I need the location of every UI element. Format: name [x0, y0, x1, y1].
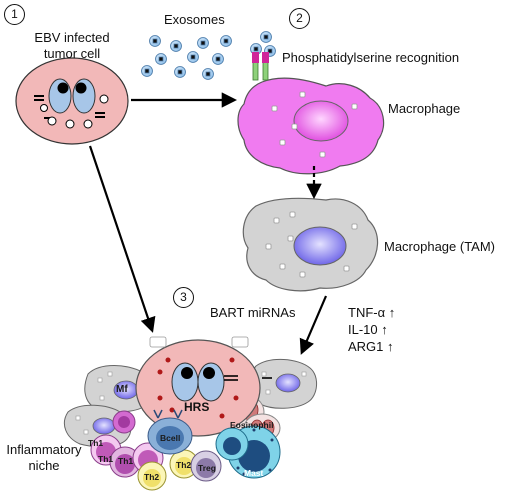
lymphocytes — [90, 409, 281, 491]
exosome — [155, 53, 167, 65]
th2-label-a: Th2 — [144, 472, 160, 482]
inflammatory-niche-label: Inflammatory niche — [6, 442, 82, 473]
step-1-marker: 1 — [4, 4, 25, 25]
exosome — [260, 31, 272, 43]
mf-cell-label: Mf — [116, 384, 128, 395]
th2-label-b: Th2 — [176, 460, 192, 470]
niche-macrophage-left — [64, 404, 132, 448]
magenta-cell — [112, 410, 136, 434]
mast-cell-secondary — [215, 427, 249, 461]
b-cell — [147, 409, 193, 455]
exosome — [187, 51, 199, 63]
exosome — [174, 66, 186, 78]
eosinophil-label: Eosinophil — [230, 420, 274, 430]
arrow-tumor-to-niche — [88, 145, 156, 333]
th1-cell — [109, 446, 141, 478]
treg-cell — [190, 450, 222, 482]
exosome — [141, 65, 153, 77]
th1-label-a: Th1 — [88, 438, 104, 448]
treg-label: Treg — [198, 463, 216, 473]
hrs-cell-label: HRS — [184, 400, 210, 414]
mast-label: Mast — [244, 468, 264, 478]
ebv-tumor-cell-label: EBV infected tumor cell — [34, 30, 110, 61]
exosome — [220, 35, 232, 47]
il10-label: IL-10 ↑ — [348, 322, 388, 337]
step-2-marker: 2 — [289, 8, 310, 29]
exosomes-label: Exosomes — [164, 12, 225, 27]
bart-mirnas-label: BART miRNAs — [210, 305, 296, 320]
exosome — [202, 68, 214, 80]
hrs-cell — [135, 336, 261, 437]
exosome — [197, 37, 209, 49]
exosome — [170, 40, 182, 52]
tam-macrophage — [242, 197, 379, 292]
th1-label-c: Th1 — [118, 456, 134, 466]
ebv-tumor-cell — [15, 57, 129, 145]
tam-label: Macrophage (TAM) — [384, 239, 496, 254]
tumor-nucleus — [48, 78, 96, 114]
tnf-alpha-label: TNF-α ↑ — [348, 305, 396, 320]
th2-cell — [137, 461, 167, 491]
arrow-tam-to-niche — [299, 295, 328, 355]
macrophage-vesicles — [271, 91, 358, 158]
macrophage — [237, 52, 385, 175]
ps-receptors — [252, 52, 269, 81]
exosome — [212, 53, 224, 65]
virus-particles — [40, 94, 109, 129]
th2-cell — [169, 449, 199, 479]
macrophage-label: Macrophage — [388, 101, 461, 116]
th1-label-b: Th1 — [98, 454, 114, 464]
ebv-episome-marks — [34, 95, 105, 119]
inflammatory-niche — [64, 336, 317, 491]
exosome-cloud — [141, 31, 276, 80]
ps-recognition-label: Phosphatidylserine recognition — [282, 50, 460, 65]
bcell-label: Bcell — [160, 433, 181, 443]
exosome — [149, 35, 161, 47]
arg1-label: ARG1 ↑ — [348, 339, 394, 354]
tam-vesicles — [265, 211, 358, 278]
arrows — [88, 92, 328, 355]
step-3-marker: 3 — [173, 287, 194, 308]
